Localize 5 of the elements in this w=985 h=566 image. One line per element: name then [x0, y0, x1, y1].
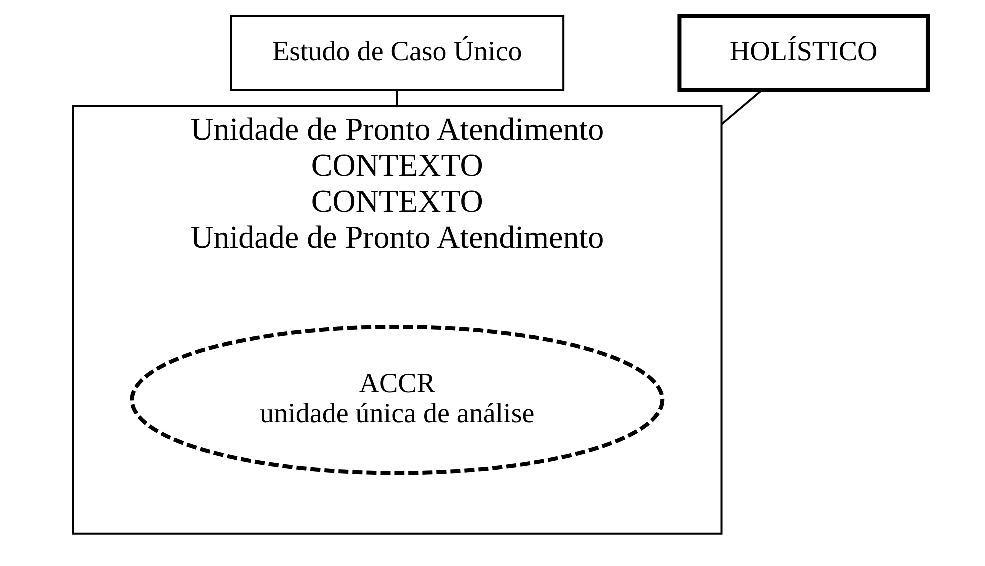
node-ellipse: ACCR unidade única de análise [130, 324, 665, 476]
node-box: Estudo de Caso Único [230, 15, 565, 92]
connector [396, 90, 398, 106]
node-box: HOLÍSTICO [678, 14, 930, 92]
connector [721, 90, 763, 126]
